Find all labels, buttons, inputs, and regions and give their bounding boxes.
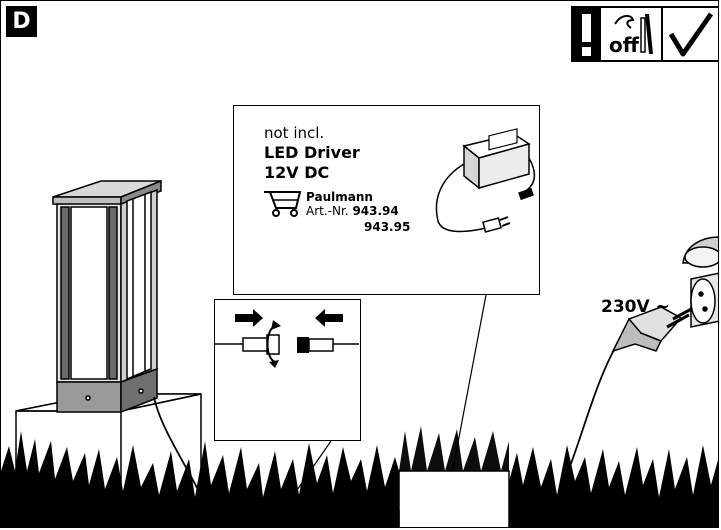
callout-leader	[452, 294, 487, 470]
mains-voltage-label: 230V ~	[601, 297, 670, 317]
connector-detail-box	[214, 299, 361, 441]
mains-plug	[611, 305, 696, 353]
connector-detail-drawing	[215, 309, 359, 368]
brand-name: Paulmann	[306, 190, 373, 204]
article-number-2: 943.95	[364, 220, 411, 234]
article-number-1: 943.94	[352, 204, 399, 218]
driver-callout: not incl. LED Driver 12V DC Paulmann Art…	[233, 105, 540, 295]
checkmark-icon	[661, 6, 718, 62]
grass-foreground	[399, 426, 509, 471]
grass	[1, 431, 718, 527]
article-prefix: Art.-Nr.	[306, 204, 349, 218]
off-label: off	[609, 33, 639, 57]
power-off-icon: off	[599, 6, 663, 62]
zoom-leader	[285, 440, 332, 507]
wall-socket	[682, 236, 718, 328]
bollard-lamp	[52, 179, 162, 414]
article-number-row: Art.-Nr. 943.94	[306, 204, 399, 218]
driver-voltage: 12V DC	[264, 163, 330, 182]
header-icons: off	[571, 6, 718, 62]
shopping-cart-icon	[264, 191, 302, 217]
not-included-note: not incl.	[264, 124, 325, 142]
warning-icon	[571, 6, 601, 62]
driver-title: LED Driver	[264, 143, 360, 162]
step-badge: D	[6, 6, 37, 37]
led-driver-drawing	[435, 128, 536, 233]
